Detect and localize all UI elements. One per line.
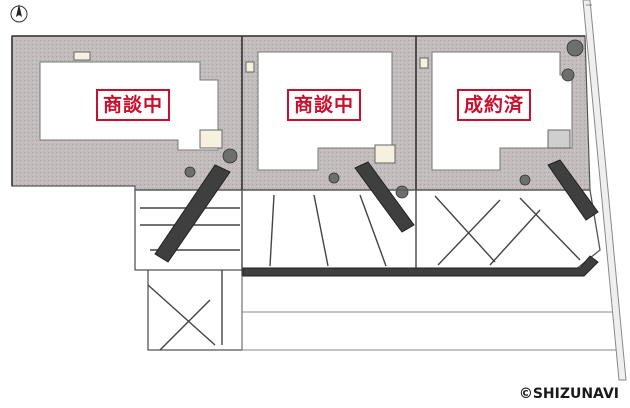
parking-stripe: [154, 159, 599, 277]
tree-icon: [184, 39, 584, 199]
north-arrow-icon: [10, 4, 28, 23]
credit-text: ©SHIZUNAVI: [518, 386, 619, 402]
road-lower: [241, 276, 616, 351]
lot-2-status-label: 商談中: [287, 89, 362, 121]
lot-3-status-label: 成約済: [457, 89, 532, 121]
lot-1-status-label: 商談中: [96, 89, 171, 121]
road-edge: [582, 0, 627, 381]
lot-boundary: [11, 35, 585, 190]
utility-boxes: [73, 51, 571, 164]
